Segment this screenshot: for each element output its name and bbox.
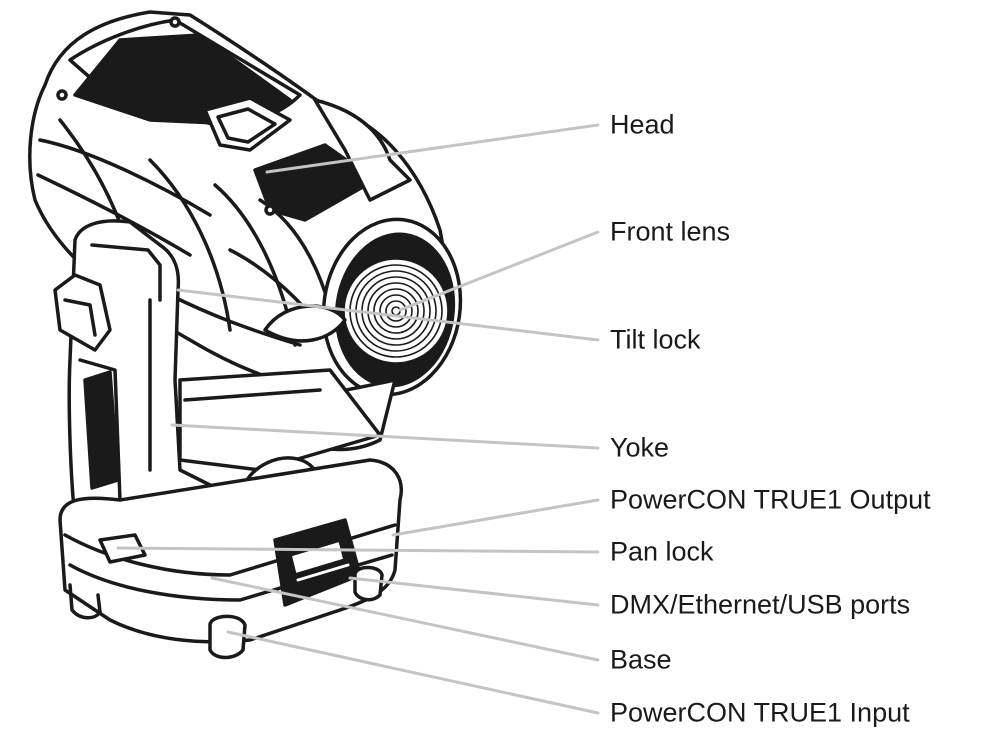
leader-lines xyxy=(116,123,600,715)
leader-tilt-lock xyxy=(176,288,600,342)
leader-powercon-output xyxy=(391,498,600,537)
leader-front-lens xyxy=(398,230,600,312)
leader-base xyxy=(210,576,600,662)
leader-ports xyxy=(348,576,600,607)
callout-tilt-lock: Tilt lock xyxy=(610,324,701,355)
callout-yoke: Yoke xyxy=(610,432,670,463)
leader-yoke xyxy=(170,423,600,450)
callout-powercon-input: PowerCON TRUE1 Input xyxy=(610,697,910,728)
callout-head: Head xyxy=(610,109,675,140)
leader-head xyxy=(265,123,600,174)
callout-pan-lock: Pan lock xyxy=(610,536,714,567)
leader-powercon-input xyxy=(226,630,600,715)
base xyxy=(58,458,403,660)
leader-pan-lock xyxy=(116,546,600,554)
callout-powercon-output: PowerCON TRUE1 Output xyxy=(610,484,931,515)
callout-ports: DMX/Ethernet/USB ports xyxy=(610,589,911,620)
callout-front-lens: Front lens xyxy=(610,216,731,247)
callout-base: Base xyxy=(610,644,672,675)
